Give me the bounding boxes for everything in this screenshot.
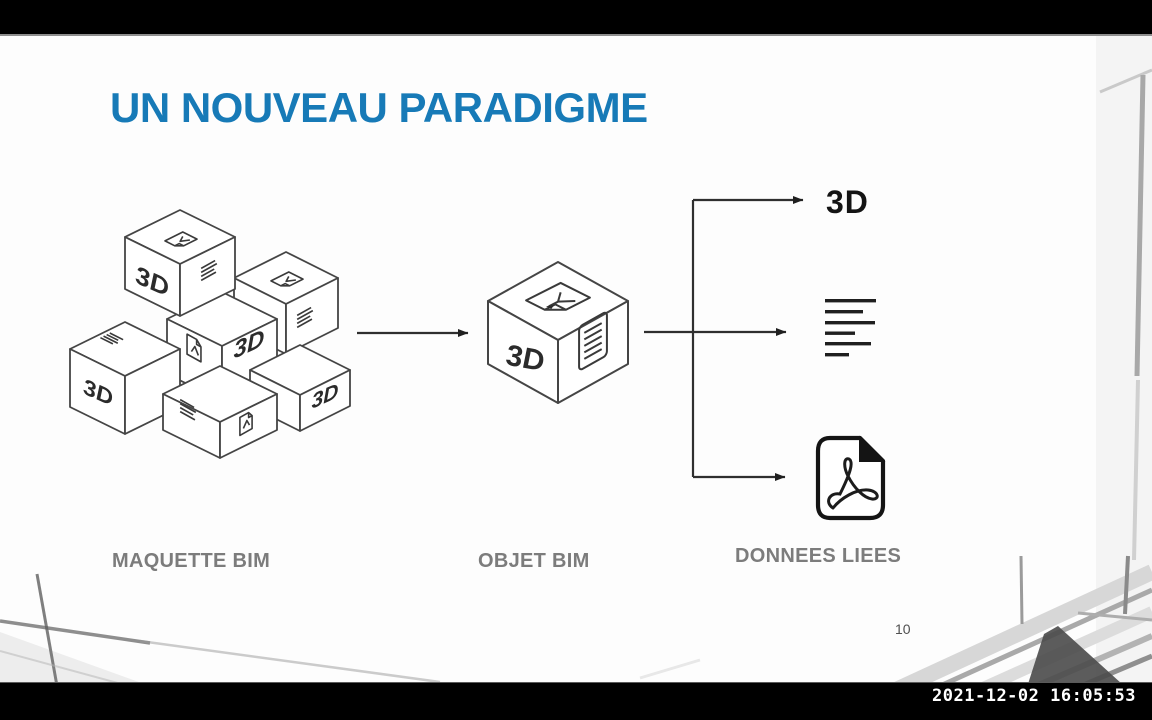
label-maquette-bim: MAQUETTE BIM	[112, 550, 271, 572]
text-lines-icon	[201, 260, 217, 281]
video-timestamp: 2021-12-02 16:05:53	[932, 686, 1136, 706]
label-donnees-liees: DONNEES LIEES	[735, 545, 902, 567]
page-number: 10	[895, 621, 911, 637]
letterbox-top	[0, 0, 1152, 36]
cube	[124, 209, 236, 317]
bim-model-cube-stack: 3D 3D 3D 3D	[69, 209, 351, 459]
pdf-page-icon	[165, 232, 197, 248]
letterbox-bottom: 2021-12-02 16:05:53	[0, 682, 1152, 720]
document-lines-icon	[579, 311, 607, 371]
pdf-page-icon	[271, 272, 303, 288]
arrows-objet-to-donnees	[644, 196, 804, 481]
cube	[162, 365, 278, 459]
text-lines-icon	[180, 400, 196, 421]
label-objet-bim: OBJET BIM	[478, 550, 590, 572]
text-lines-icon	[297, 307, 313, 328]
pdf-file-icon	[815, 435, 886, 521]
pdf-page-icon	[187, 334, 201, 362]
cube	[69, 321, 181, 435]
output-3d-label: 3D	[826, 184, 869, 220]
slide-title: UN NOUVEAU PARADIGME	[110, 84, 648, 131]
pdf-page-icon	[240, 411, 252, 436]
text-lines-icon	[825, 299, 876, 357]
bim-object-cube: 3D	[487, 261, 629, 404]
text-lines-icon	[100, 333, 124, 345]
cube-3d-label: 3D	[506, 339, 544, 379]
